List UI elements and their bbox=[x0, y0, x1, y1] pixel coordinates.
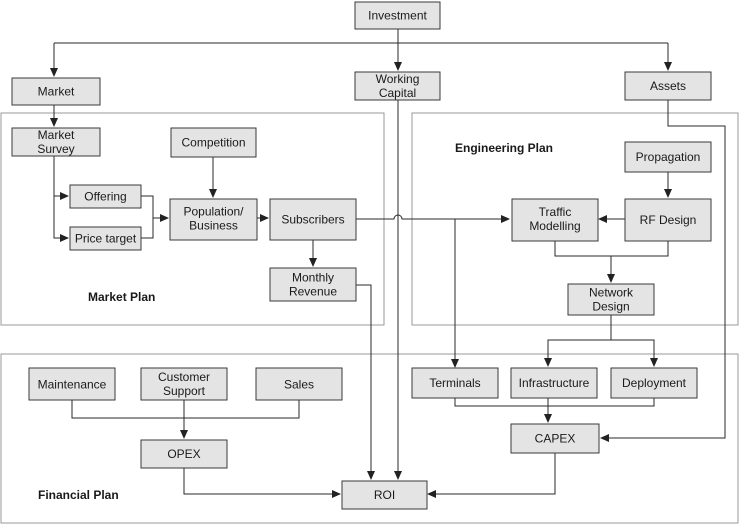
investment-box: Investment bbox=[354, 1, 441, 30]
deployment-box: Deployment bbox=[610, 367, 698, 399]
roi-box: ROI bbox=[341, 480, 428, 510]
sales-box: Sales bbox=[255, 367, 343, 401]
edge-network-design-out bbox=[544, 315, 612, 367]
edge-monthly-revenue-roi bbox=[356, 284, 375, 480]
opex-box: OPEX bbox=[140, 439, 228, 469]
edge-network-deployment bbox=[611, 339, 658, 367]
infrastructure-label: Infrastructure bbox=[519, 376, 590, 390]
propagation-label: Propagation bbox=[636, 150, 701, 164]
price-target-box: Price target bbox=[69, 226, 142, 251]
deployment-label: Deployment bbox=[622, 376, 687, 390]
roi-label: ROI bbox=[374, 488, 395, 502]
opex-label: OPEX bbox=[167, 447, 200, 461]
offering-label: Offering bbox=[84, 190, 126, 204]
offering-box: Offering bbox=[69, 184, 142, 209]
market-box: Market bbox=[11, 77, 101, 106]
capex-box: CAPEX bbox=[510, 423, 600, 454]
sales-label: Sales bbox=[284, 378, 314, 392]
market-label: Market bbox=[38, 85, 75, 99]
financial-plan-label: Financial Plan bbox=[38, 488, 119, 502]
edge-capex-merge bbox=[454, 398, 655, 407]
rf-design-label: RF Design bbox=[640, 213, 697, 227]
subscribers-label: Subscribers bbox=[281, 213, 344, 227]
maintenance-box: Maintenance bbox=[28, 367, 116, 401]
competition-box: Competition bbox=[170, 127, 257, 158]
price-target-label: Price target bbox=[75, 232, 137, 246]
population-business-label: Population/Business bbox=[183, 205, 244, 233]
assets-label: Assets bbox=[650, 79, 686, 93]
propagation-box: Propagation bbox=[624, 141, 712, 173]
connectors bbox=[50, 29, 726, 498]
rf-design-box: RF Design bbox=[624, 198, 712, 242]
terminals-label: Terminals bbox=[429, 376, 480, 390]
edge-assets-capex bbox=[600, 100, 726, 442]
edge-capex-roi bbox=[427, 453, 556, 498]
edge-opex-roi bbox=[183, 468, 341, 498]
edge-offering-population bbox=[141, 195, 169, 222]
investment-label: Investment bbox=[368, 9, 427, 23]
edge-opex-merge bbox=[71, 400, 300, 419]
edge-price-target-population bbox=[141, 218, 154, 239]
maintenance-label: Maintenance bbox=[38, 378, 107, 392]
market-plan-label: Market Plan bbox=[88, 290, 155, 304]
infrastructure-box: Infrastructure bbox=[510, 367, 598, 399]
competition-label: Competition bbox=[181, 136, 245, 150]
capex-label: CAPEX bbox=[535, 432, 576, 446]
subscribers-box: Subscribers bbox=[269, 198, 357, 241]
assets-box: Assets bbox=[624, 71, 712, 101]
edge-survey-price-target bbox=[53, 196, 69, 242]
terminals-box: Terminals bbox=[411, 367, 499, 399]
population-business-box: Population/Business bbox=[169, 198, 258, 241]
engineering-plan-label: Engineering Plan bbox=[455, 141, 553, 155]
